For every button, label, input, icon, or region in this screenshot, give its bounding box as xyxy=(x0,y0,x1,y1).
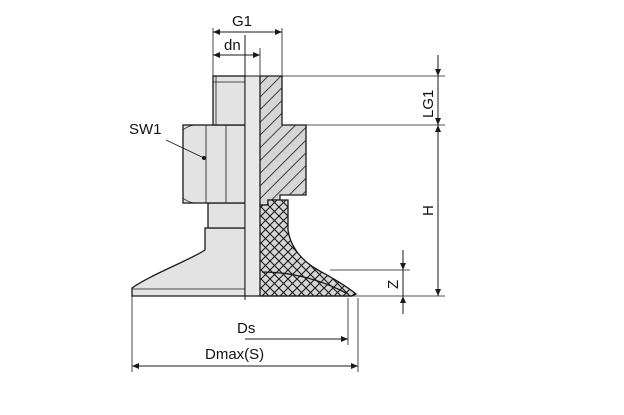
label-ds: Ds xyxy=(237,320,255,337)
dim-dmax: Dmax(S) xyxy=(132,298,359,372)
thread-stub xyxy=(212,75,246,126)
dim-z: Z xyxy=(385,250,406,314)
dim-dn: dn xyxy=(213,37,261,76)
dim-g1: G1 xyxy=(212,13,283,76)
label-lg1: LG1 xyxy=(420,90,437,118)
label-dmax: Dmax(S) xyxy=(205,346,264,363)
suction-lip xyxy=(131,227,246,297)
dim-sw1: SW1 xyxy=(129,121,206,160)
label-h: H xyxy=(420,205,437,216)
bore xyxy=(244,75,261,297)
dim-lg1: LG1 xyxy=(420,55,441,125)
exterior-view xyxy=(131,75,246,297)
neck xyxy=(207,202,246,229)
label-z: Z xyxy=(385,280,402,289)
rubber-section xyxy=(259,199,358,297)
label-sw1: SW1 xyxy=(129,121,162,138)
dim-h: H xyxy=(420,125,441,296)
section-view xyxy=(244,75,358,297)
hex-nut xyxy=(182,124,246,204)
label-g1: G1 xyxy=(232,13,252,30)
fitting-section xyxy=(259,75,307,206)
dim-ds: Ds xyxy=(131,296,349,372)
label-dn: dn xyxy=(224,37,241,54)
